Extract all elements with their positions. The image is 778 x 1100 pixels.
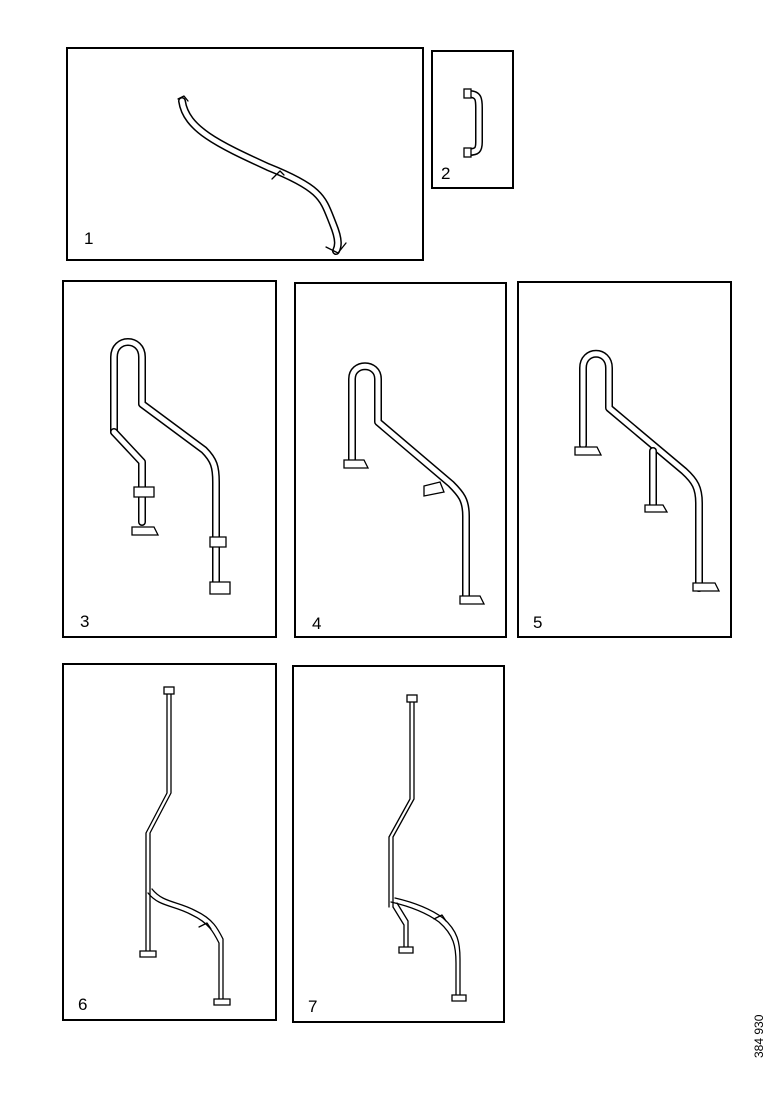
curved-handrail-drawing bbox=[177, 95, 347, 255]
panel-number-5: 5 bbox=[533, 613, 543, 632]
long-rail-with-branch-drawing bbox=[388, 694, 467, 1002]
rail-with-post-assembly-drawing bbox=[574, 349, 721, 592]
short-handle-drawing bbox=[463, 88, 483, 158]
double-rail-assembly-drawing bbox=[110, 338, 231, 595]
panel-6: 6 bbox=[62, 663, 277, 1021]
panel-4: 4 bbox=[294, 282, 507, 638]
panel-2: 2 bbox=[431, 50, 514, 189]
single-rail-assembly-drawing bbox=[343, 362, 486, 605]
document-id: 384 930 bbox=[752, 1014, 766, 1058]
panel-3: 3 bbox=[62, 280, 277, 638]
panel-7: 7 bbox=[292, 665, 505, 1023]
panel-number-4: 4 bbox=[312, 614, 322, 633]
panel-number-7: 7 bbox=[308, 997, 318, 1016]
panel-number-2: 2 bbox=[441, 164, 451, 183]
panel-number-6: 6 bbox=[78, 995, 88, 1014]
panel-5: 5 bbox=[517, 281, 732, 638]
panel-1: 1 bbox=[66, 47, 424, 261]
long-rail-assembly-drawing bbox=[139, 686, 231, 1006]
panel-number-3: 3 bbox=[80, 612, 90, 631]
panel-number-1: 1 bbox=[84, 229, 94, 248]
